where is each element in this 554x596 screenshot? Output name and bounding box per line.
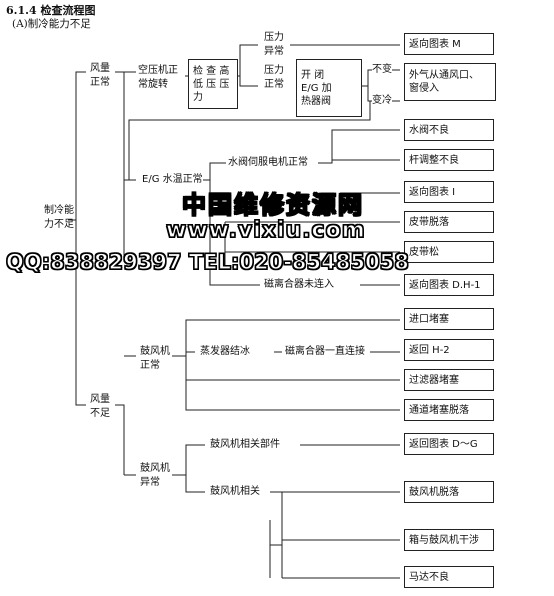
airflow-normal-label: 风量 正常 (90, 62, 110, 90)
check-pressure-line-2: 低 压 压 (193, 78, 230, 90)
result-rod-adjust-bad: 杆调整不良 (404, 149, 494, 171)
pressure-normal-label: 压力 正常 (264, 64, 284, 92)
result-chart-dg: 返回图表 D～G (404, 433, 494, 455)
blower-normal-label: 鼓风机 正常 (140, 345, 170, 373)
watermark-site-name: 中国维修资源网 (181, 190, 364, 219)
result-chart-m: 返向图表 M (404, 33, 494, 55)
blower-abnormal-line-2: 异常 (140, 477, 160, 488)
result-inlet-blocked: 进口堵塞 (404, 308, 494, 330)
result-water-valve-bad: 水阀不良 (404, 119, 494, 141)
result-chart-dh1-text: 返向图表 D.H-1 (409, 279, 481, 291)
page-subheading: (A)制冷能力不足 (12, 18, 91, 30)
result-rod-adjust-bad-text: 杆调整不良 (409, 154, 459, 166)
result-belt-loose-text: 皮带松 (409, 246, 439, 258)
pressure-normal-line-2: 正常 (264, 79, 284, 90)
result-filter-blocked-text: 过滤器堵塞 (409, 374, 459, 386)
clutch-always-on-label: 磁离合器一直连接 (285, 345, 365, 359)
result-outside-air-line-1: 外气从通风口、 (409, 70, 479, 81)
clutch-not-engaged-label: 磁离合器未连入 (264, 278, 334, 292)
result-box-interference: 箱与鼓风机干涉 (404, 529, 494, 551)
airflow-insufficient-line-1: 风量 (90, 394, 110, 405)
result-chart-m-text: 返向图表 M (409, 38, 461, 50)
result-belt-off: 皮带脱落 (404, 211, 494, 233)
result-chart-dg-text: 返回图表 D～G (409, 438, 478, 450)
blower-abnormal-label: 鼓风机 异常 (140, 462, 170, 490)
result-filter-blocked: 过滤器堵塞 (404, 369, 494, 391)
result-motor-bad: 马达不良 (404, 566, 494, 588)
root-line-2: 力不足 (44, 219, 74, 230)
result-return-h2-text: 返回 H-2 (409, 344, 450, 356)
result-blower-off: 鼓风机脱落 (404, 481, 494, 503)
airflow-normal-line-1: 风量 (90, 63, 110, 74)
eg-water-temp-normal-label: E/G 水温正常 (142, 173, 203, 187)
servo-motor-normal-label: 水阀伺服电机正常 (228, 156, 308, 170)
compressor-normal-label: 空压机正 常旋转 (138, 64, 178, 92)
unchanged-label: 不变 (372, 63, 392, 77)
check-pressure-line-3: 力 (193, 91, 203, 103)
airflow-insufficient-line-2: 不足 (90, 408, 110, 419)
check-pressure-line-1: 检 查 高 (193, 65, 230, 77)
evaporator-frozen-label: 蒸发器结冰 (200, 345, 250, 359)
changed-label: 变冷 (372, 94, 392, 108)
result-belt-loose: 皮带松 (404, 241, 494, 263)
eg-heater-valve-box: 开 闭 E/G 加 热器阀 (296, 59, 362, 117)
pressure-abnormal-line-1: 压力 (264, 32, 284, 43)
pressure-abnormal-line-2: 异常 (264, 46, 284, 57)
blower-related-label: 鼓风机相关 (210, 485, 260, 499)
blower-normal-line-2: 正常 (140, 360, 160, 371)
result-box-interference-text: 箱与鼓风机干涉 (409, 534, 479, 546)
check-pressure-box: 检 查 高 低 压 压 力 (188, 59, 238, 109)
result-blower-off-text: 鼓风机脱落 (409, 486, 459, 498)
result-outside-air: 外气从通风口、 窗侵入 (404, 63, 496, 101)
root-line-1: 制冷能 (44, 205, 74, 216)
watermark-contact: QQ:838829397 TEL:020-85485058 (5, 249, 409, 274)
result-return-h2: 返回 H-2 (404, 339, 494, 361)
result-chart-i-text: 返向图表 I (409, 186, 456, 198)
result-chart-dh1: 返向图表 D.H-1 (404, 274, 494, 296)
compressor-normal-line-1: 空压机正 (138, 65, 178, 76)
result-chart-i: 返向图表 I (404, 181, 494, 203)
eg-heater-valve-line-3: 热器阀 (301, 95, 331, 107)
watermark-url: www.vixiu.com (165, 217, 366, 243)
eg-heater-valve-line-1: 开 闭 (301, 69, 325, 81)
root-condition: 制冷能 力不足 (44, 204, 74, 232)
blower-parts-label: 鼓风机相关部件 (210, 438, 280, 452)
result-outside-air-line-2: 窗侵入 (409, 83, 439, 94)
compressor-normal-line-2: 常旋转 (138, 79, 168, 90)
page-heading: 6.1.4 检查流程图 (6, 4, 96, 17)
result-inlet-blocked-text: 进口堵塞 (409, 313, 449, 325)
result-water-valve-bad-text: 水阀不良 (409, 124, 449, 136)
pressure-normal-line-1: 压力 (264, 65, 284, 76)
airflow-insufficient-label: 风量 不足 (90, 393, 110, 421)
result-motor-bad-text: 马达不良 (409, 571, 449, 583)
blower-normal-line-1: 鼓风机 (140, 346, 170, 357)
airflow-normal-line-2: 正常 (90, 77, 110, 88)
eg-heater-valve-line-2: E/G 加 (301, 82, 332, 94)
result-duct-blocked-text: 通道堵塞脱落 (409, 404, 469, 416)
pressure-abnormal-label: 压力 异常 (264, 31, 284, 59)
blower-abnormal-line-1: 鼓风机 (140, 463, 170, 474)
result-belt-off-text: 皮带脱落 (409, 216, 449, 228)
result-duct-blocked: 通道堵塞脱落 (404, 399, 494, 421)
